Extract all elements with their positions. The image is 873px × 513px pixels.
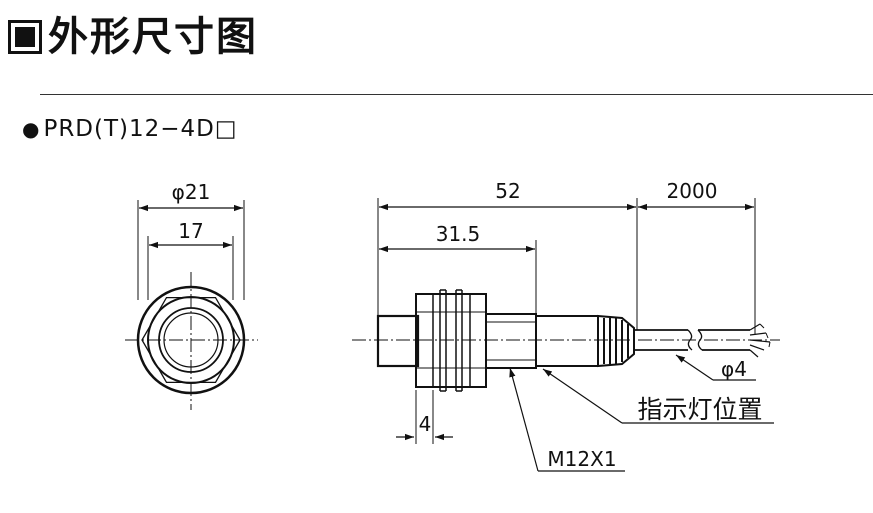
thread-label: M12X1 — [547, 447, 616, 471]
thread-leader — [509, 367, 539, 472]
front-view — [125, 200, 258, 410]
front-outer-dim-label: φ21 — [172, 180, 211, 204]
body-dim-label: 31.5 — [436, 222, 481, 246]
title-text: 外形尺寸图 — [48, 14, 258, 60]
cable-dim-label: 2000 — [667, 179, 718, 203]
rear-housing — [535, 315, 599, 367]
side-view — [352, 198, 780, 472]
nut-dim-label: 4 — [419, 412, 432, 436]
model-label: ● PRD(T)12−4D□ — [22, 116, 238, 142]
cable-dia-label: φ4 — [721, 357, 747, 381]
indicator-label: 指示灯位置 — [637, 395, 762, 424]
bullet-dot-icon: ● — [22, 117, 41, 141]
cable-wires — [749, 323, 771, 358]
indicator-leader — [542, 368, 623, 424]
square-bullet-icon — [8, 20, 42, 54]
strain-relief — [597, 314, 635, 368]
cable-dia-leader — [675, 354, 714, 381]
length-dim-label: 52 — [495, 179, 520, 203]
sensing-head — [376, 314, 420, 368]
front-inner-dim-label: 17 — [178, 219, 203, 243]
page-title: 外形尺寸图 — [8, 12, 258, 62]
model-text: PRD(T)12−4D□ — [43, 116, 238, 142]
title-divider — [40, 94, 873, 95]
